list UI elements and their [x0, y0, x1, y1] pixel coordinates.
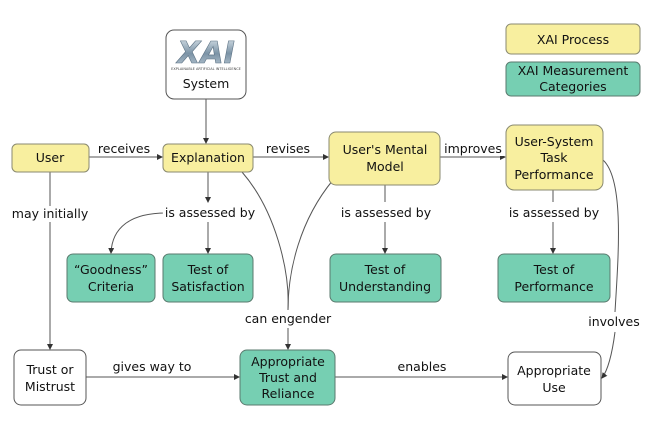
label-background [162, 205, 258, 220]
node-task-line1: User-System [515, 134, 594, 149]
label-background [586, 314, 642, 329]
edge-labels: receives revises improves is assessed by… [9, 141, 642, 374]
legend-process-swatch [505, 23, 641, 55]
label-may-initially: may initially [12, 206, 89, 221]
label-can-engender: can engender [245, 311, 332, 326]
node-appuse-line2: Use [542, 380, 566, 395]
node-xai-system: XAI EXPLAINABLE ARTIFICIAL INTELLIGENCE … [165, 29, 247, 100]
node-task-line2: Task [540, 150, 569, 165]
label-background [442, 141, 504, 156]
node-explanation-label: Explanation [171, 150, 245, 165]
node-test-performance: Test of Performance [497, 253, 611, 303]
legend-measurement-1: XAI Measurement [518, 63, 629, 78]
label-assessed-3: is assessed by [509, 205, 600, 220]
node-understanding-line1: Test of [364, 262, 406, 277]
node-appropriate-trust: Appropriate Trust and Reliance [239, 349, 336, 406]
label-background [9, 206, 91, 221]
legend: XAI Process XAI Measurement Categories [505, 23, 641, 97]
legend-measurement-swatch [505, 61, 641, 97]
node-mental-model: User's Mental Model [328, 131, 441, 186]
node-test-understanding: Test of Understanding [329, 253, 442, 303]
node-task-performance: User-System Task Performance [505, 124, 604, 191]
node-explanation: Explanation [162, 143, 254, 173]
label-assessed-2: is assessed by [341, 205, 432, 220]
label-revises: revises [266, 141, 310, 156]
node-mental-model-line1: User's Mental [343, 142, 428, 157]
edge-assessed-goodness [108, 212, 167, 254]
label-background [110, 359, 194, 374]
node-mental-model-line2: Model [366, 159, 404, 174]
xai-logo-subtitle: EXPLAINABLE ARTIFICIAL INTELLIGENCE [171, 67, 241, 71]
node-performance-line2: Performance [514, 279, 594, 294]
label-background [263, 141, 313, 156]
edge-mm-engender [287, 179, 334, 311]
connectors [47, 99, 619, 380]
legend-process: XAI Process [537, 32, 609, 47]
node-appuse-line1: Appropriate [517, 363, 591, 378]
node-goodness-line2: Criteria [88, 279, 134, 294]
node-goodness-criteria: “Goodness” Criteria [66, 253, 156, 303]
edge-explanation-engender [241, 171, 289, 311]
node-trust-line1: Trust or [25, 362, 74, 377]
node-understanding-line2: Understanding [339, 279, 431, 294]
label-involves: involves [588, 314, 640, 329]
node-satisfaction-line2: Satisfaction [171, 279, 244, 294]
node-user: User [11, 143, 90, 173]
label-background [338, 205, 434, 220]
label-background [506, 205, 602, 220]
node-trust-mistrust: Trust or Mistrust [13, 349, 87, 406]
edge-task-involves [602, 159, 619, 313]
edge-involves-use [601, 331, 616, 379]
xai-logo: XAI [175, 36, 235, 71]
label-background [95, 141, 153, 156]
label-receives: receives [98, 141, 150, 156]
legend-measurement-2: Categories [539, 79, 606, 94]
label-enables: enables [398, 359, 447, 374]
node-performance-line1: Test of [533, 262, 575, 277]
label-background [242, 311, 335, 326]
label-improves: improves [444, 141, 502, 156]
node-apptrust-line2: Trust and [258, 370, 317, 385]
node-apptrust-line1: Appropriate [251, 354, 325, 369]
node-satisfaction-line1: Test of [187, 262, 229, 277]
label-assessed-1: is assessed by [165, 205, 256, 220]
node-apptrust-line3: Reliance [262, 386, 315, 401]
system-label: System [183, 76, 230, 91]
node-user-label: User [36, 150, 65, 165]
node-test-satisfaction: Test of Satisfaction [162, 253, 254, 303]
node-appropriate-use: Appropriate Use [507, 351, 602, 406]
node-trust-line2: Mistrust [25, 379, 75, 394]
node-goodness-line1: “Goodness” [74, 262, 148, 277]
label-background [395, 359, 449, 374]
node-task-line3: Performance [514, 167, 594, 182]
label-gives-way-to: gives way to [113, 359, 192, 374]
